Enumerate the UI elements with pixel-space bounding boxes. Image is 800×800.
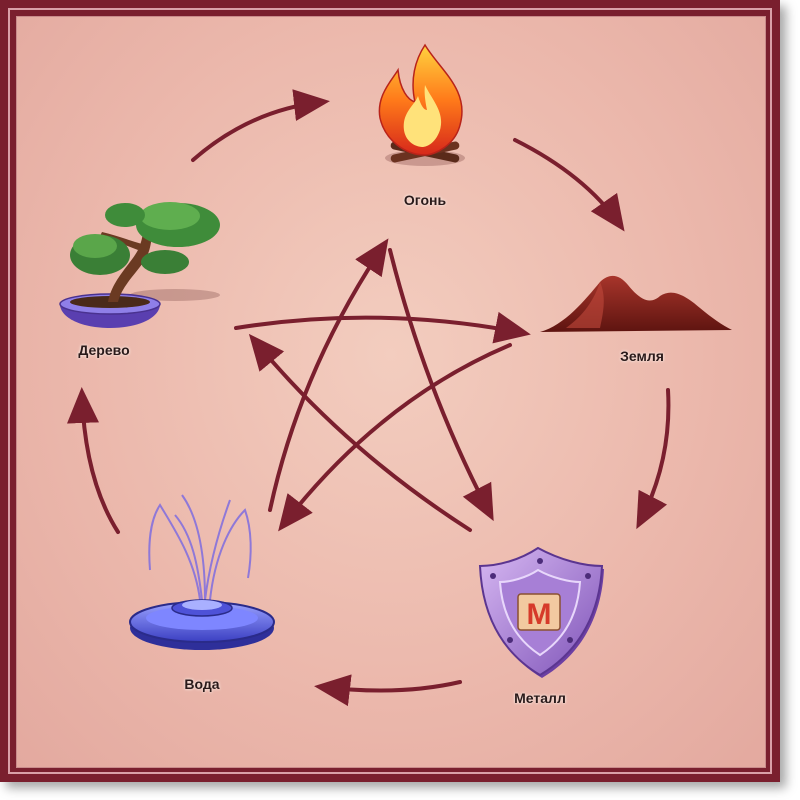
diagram-panel (16, 16, 766, 768)
arrow-earth-to-water (278, 343, 512, 532)
controlling-star-arrows (234, 238, 531, 532)
arrow-fire-to-earth (513, 138, 625, 232)
arrow-metal-to-wood (248, 333, 472, 532)
bonsai-tree-icon (59, 202, 220, 328)
mountains-icon (540, 275, 732, 332)
arrow-wood-to-fire (191, 89, 330, 162)
fountain-icon (129, 494, 275, 650)
arrow-water-to-fire (268, 238, 389, 512)
element-label-earth: Земля (620, 348, 664, 364)
campfire-icon (378, 43, 465, 166)
arrow-wood-to-earth (234, 311, 531, 344)
element-label-wood: Дерево (78, 342, 130, 358)
element-label-metal: Металл (514, 690, 566, 706)
shield-emblem: M (527, 598, 552, 631)
arrow-water-to-wood (67, 387, 120, 534)
frame-border-line (8, 8, 772, 774)
shield-icon: M (478, 546, 604, 678)
element-label-fire: Огонь (403, 192, 447, 208)
arrow-earth-to-metal (636, 388, 671, 530)
arrow-metal-to-water (314, 674, 462, 707)
element-label-water: Вода (184, 676, 220, 692)
generating-cycle-arrows (67, 89, 671, 707)
